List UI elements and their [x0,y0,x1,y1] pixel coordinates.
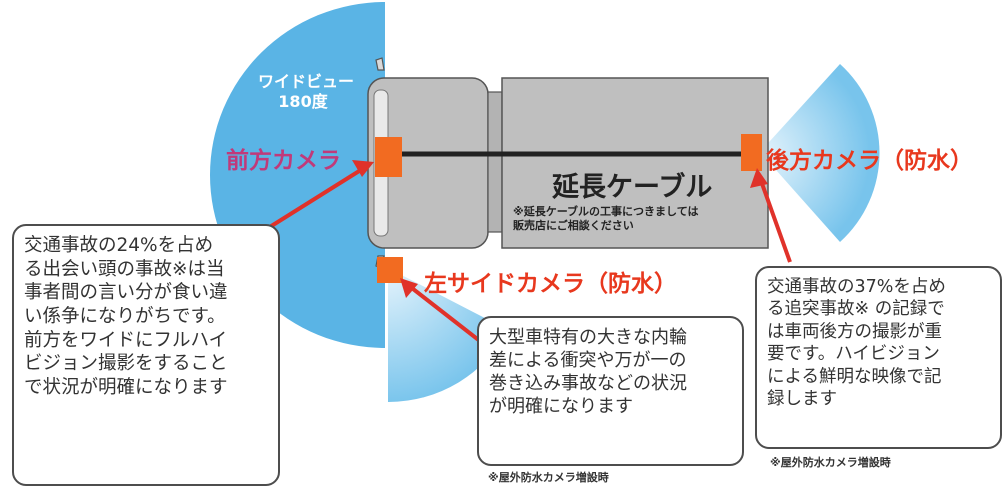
rear-callout-line: による鮮明な映像で記 [767,366,942,387]
wide-view-label: ワイドビュー 180度 [258,72,355,112]
rear-callout-line: 交通事故の37%を占め [767,277,946,297]
side-view-area [388,268,508,403]
wide-view-label-line2: 180度 [278,92,328,111]
left-side-camera [377,257,403,283]
rear-arrow [758,177,792,263]
side-callout-line: 大型車特有の大きな内輪 [489,327,687,348]
cable-note-line1: ※延長ケーブルの工事につきましては [513,205,699,218]
wide-view-label-line1: ワイドビュー [258,72,355,91]
rear-view-area [760,64,880,242]
rear-callout-line: 録します [767,388,837,409]
rear-callout-line: 要です。ハイビジョン [767,344,940,365]
front-arrow [255,166,366,237]
cable-note-line2: 販売店にご相談ください [513,219,634,232]
rear-callout-line: は車両後方の撮影が重 [767,321,942,342]
front-camera-label: 前方カメラ [226,148,341,174]
front-callout-line: 前方をワイドにフルハイ [24,329,228,351]
cable-note: ※延長ケーブルの工事につきましては 販売店にご相談ください [513,205,698,233]
front-callout-line: ビジョン撮影をすること [24,353,228,375]
front-camera [375,137,402,177]
side-callout-line: 巻き込み事故などの状況 [489,373,687,395]
front-callout-line: 交通事故の24%を占め [24,235,214,256]
rear-camera-label: 後方カメラ（防水） [766,148,973,174]
side-callout-line: が明確になります [489,396,633,418]
front-callout-line: 事者間の言い分が食い違 [24,282,228,304]
front-callout-line: る出会い頭の事故※は当 [24,258,225,280]
rear-callout-box: 交通事故の37%を占め る追突事故※ の記録で は車両後方の撮影が重 要です。ハ… [755,266,1002,449]
side-footnote: ※屋外防水カメラ増設時 [488,471,609,484]
front-callout-line: い係争になりがちです。 [24,306,226,328]
front-callout-line: で状況が明確になります [24,377,228,399]
cable-title: 延長ケーブル [552,172,713,203]
side-callout-box: 大型車特有の大きな内輪 差による衝突や万が一の 巻き込み事故などの状況 が明確に… [477,316,744,466]
truck-cargo [501,77,769,249]
side-callout-line: 差による衝突や万が一の [489,350,687,372]
left-side-camera-label: 左サイドカメラ（防水） [424,271,677,297]
rear-footnote: ※屋外防水カメラ増設時 [770,456,891,469]
rear-callout-line: る追突事故※ の記録で [767,299,945,320]
front-callout-box: 交通事故の24%を占め る出会い頭の事故※は当 事者間の言い分が食い違 い係争に… [12,224,280,486]
truck-cab [367,57,503,269]
rear-camera [741,134,762,171]
